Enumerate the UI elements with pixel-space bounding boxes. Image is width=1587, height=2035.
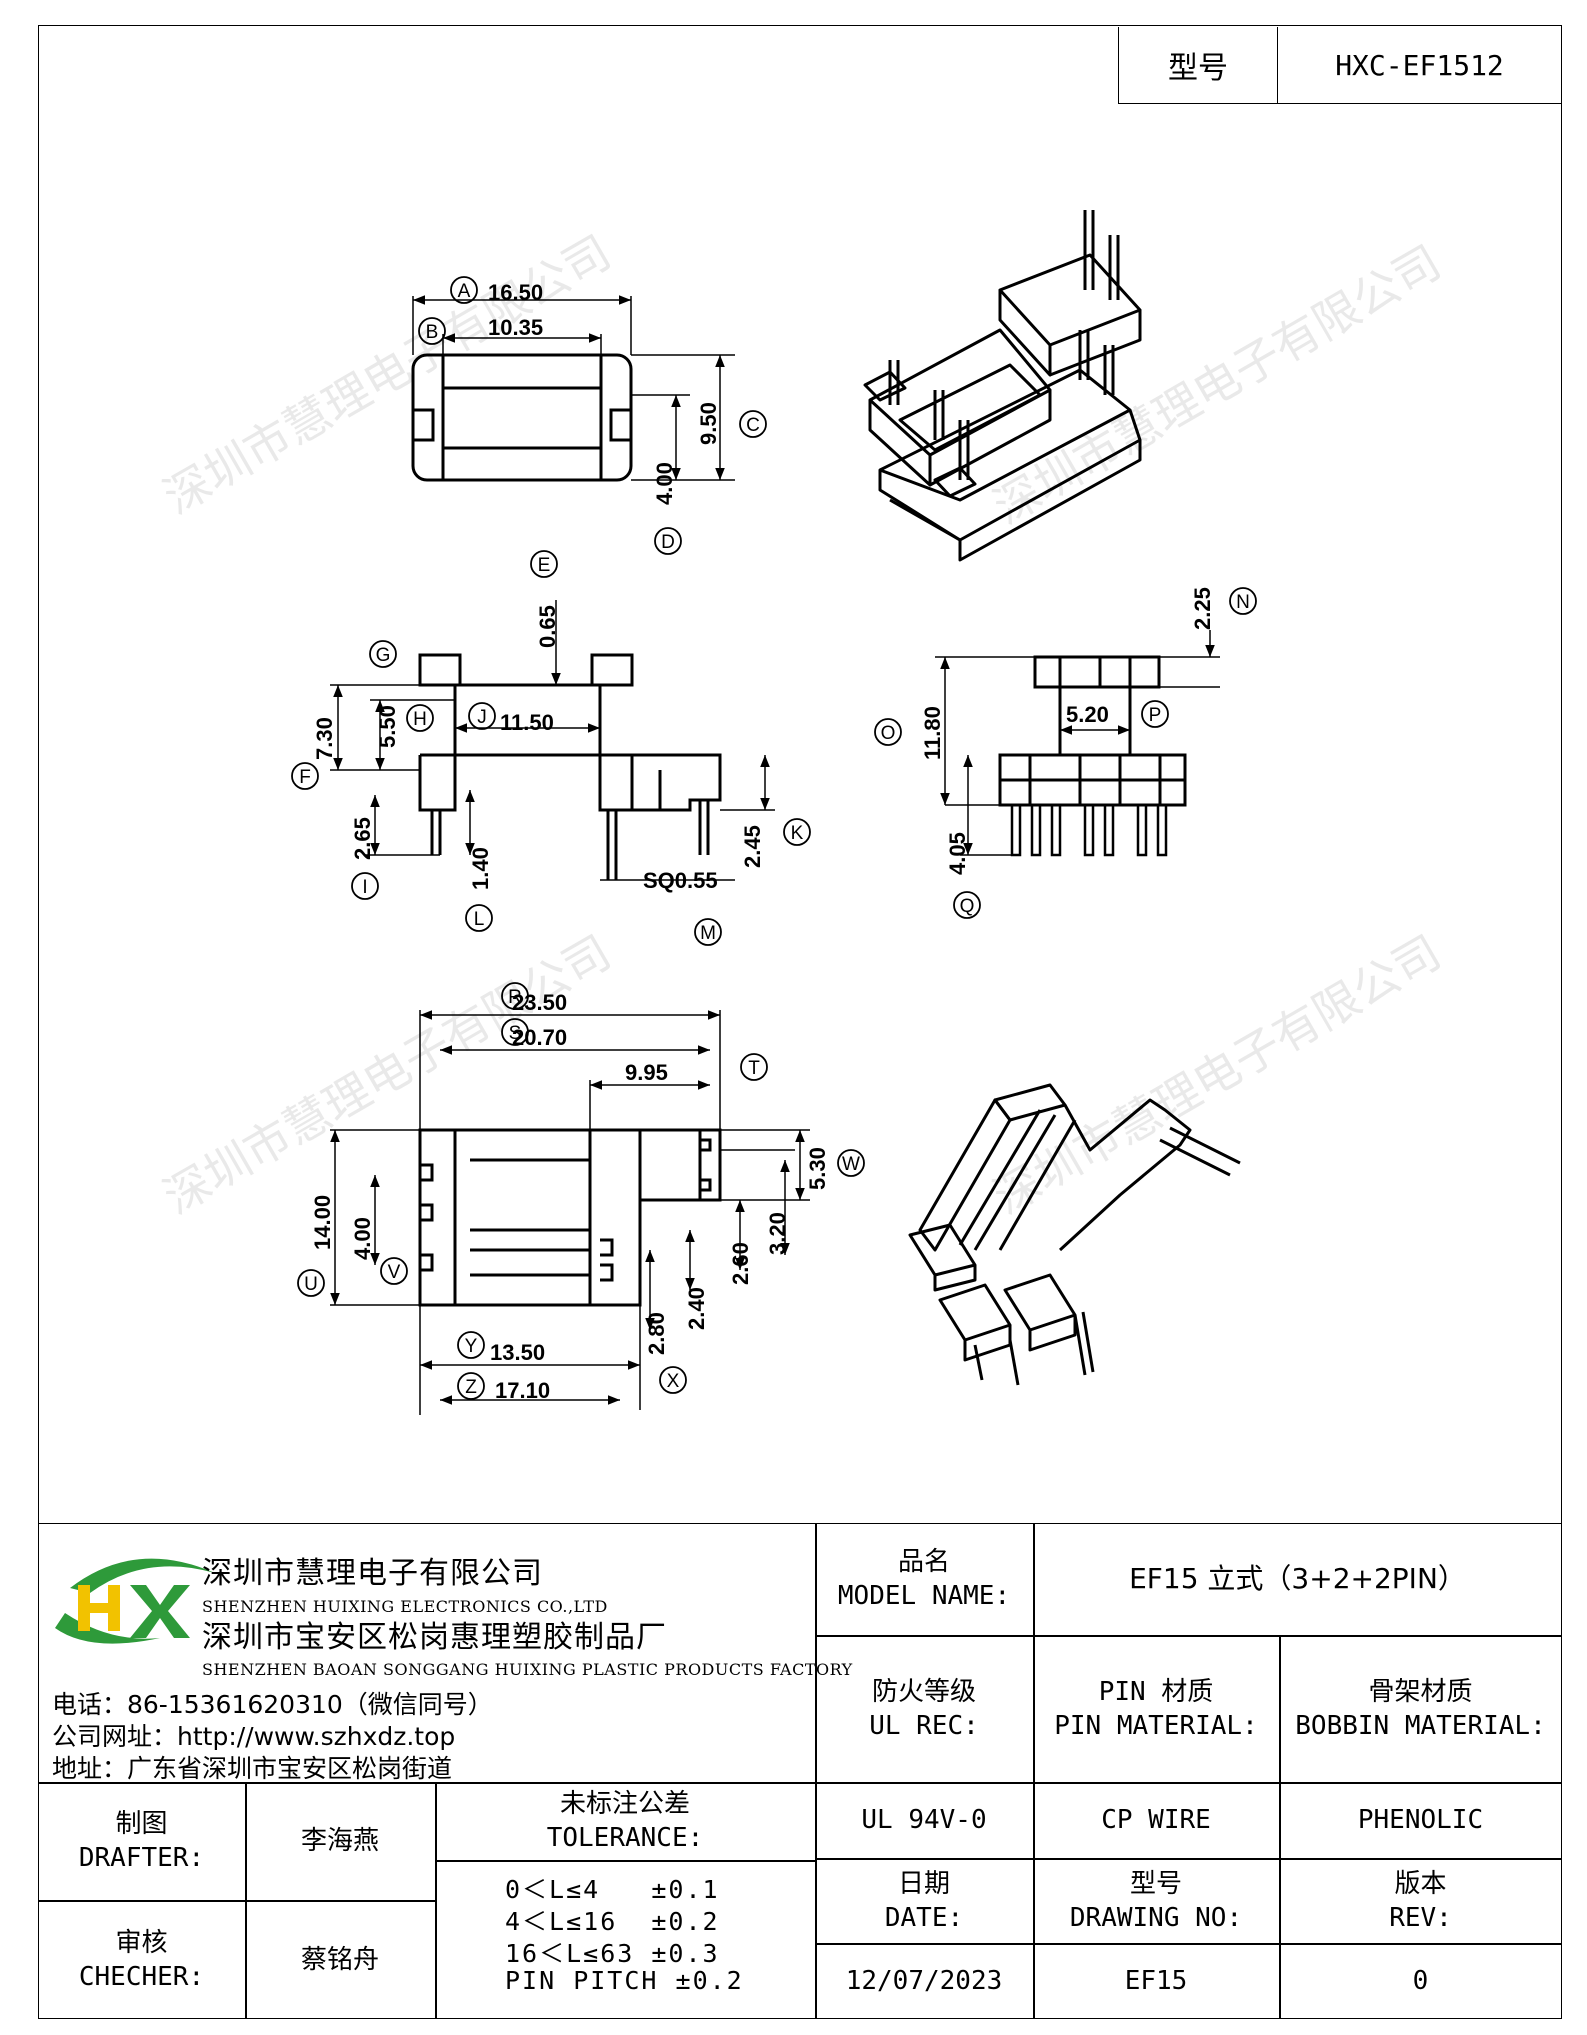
ul-rec-en: UL REC: xyxy=(869,1710,979,1741)
drafter-cn: 制图 xyxy=(115,1809,168,1839)
model-name-label: 品名 MODEL NAME: xyxy=(815,1523,1033,1635)
company-phone: 电话：86-15361620310（微信同号） xyxy=(52,1690,493,1719)
title-block xyxy=(38,1523,1562,2019)
company-website: 公司网址：http://www.szhxdz.top xyxy=(52,1722,456,1751)
date-cn: 日期 xyxy=(897,1868,950,1899)
drawing-sheet xyxy=(38,25,1562,2019)
pin-material-cn: PIN 材质 xyxy=(1098,1676,1214,1707)
drafter-en: DRAFTER: xyxy=(78,1843,205,1873)
side-view xyxy=(998,655,1187,857)
dim-X4: 3.20 xyxy=(765,1212,790,1255)
top-view xyxy=(411,353,633,482)
tolerance-line: PIN PITCH ±0.2 xyxy=(505,1966,744,1995)
dim-T: 9.95 xyxy=(625,1060,668,1085)
checker-en: CHECHER: xyxy=(78,1961,205,1992)
date-en: DATE: xyxy=(884,1902,964,1933)
dim-R: 23.50 xyxy=(512,990,567,1015)
dim-Z: 17.10 xyxy=(495,1378,550,1403)
drawing-no-label: 型号 DRAWING NO: xyxy=(1033,1858,1279,1943)
dim-K: 2.45 xyxy=(740,825,765,868)
front-view xyxy=(418,653,722,880)
bobbin-material-cn: 骨架材质 xyxy=(1368,1676,1473,1707)
logo-swoosh-bottom xyxy=(55,1613,160,1644)
technical-drawing: 16.50 10.35 9.50 4.00 xyxy=(310,210,1241,1415)
date-label: 日期 DATE: xyxy=(815,1858,1033,1943)
drawing-no-value: EF15 xyxy=(1124,1966,1188,1996)
rev-en: REV: xyxy=(1389,1902,1452,1933)
ul-rec-label: 防火等级 UL REC: xyxy=(815,1635,1033,1782)
model-name-en: MODEL NAME: xyxy=(837,1581,1011,1611)
tolerance-en: TOLERANCE: xyxy=(546,1823,704,1853)
drawing-no-en: DRAWING NO: xyxy=(1069,1902,1243,1933)
dim-Q: 4.05 xyxy=(945,832,970,875)
rev-value: 0 xyxy=(1412,1966,1429,1996)
dim-H: 5.50 xyxy=(375,705,400,748)
ul-rec-value: UL 94V-0 xyxy=(861,1805,987,1835)
company-name-en: SHENZHEN HUIXING ELECTRONICS CO.,LTD xyxy=(202,1597,608,1616)
top-view-dims xyxy=(412,295,735,481)
tolerance-line: 0＜L≤4 ±0.1 xyxy=(505,1875,720,1904)
company-address: 地址：广东省深圳市宝安区松岗街道 xyxy=(52,1754,453,1783)
dim-S: 20.70 xyxy=(512,1025,567,1050)
logo-swoosh-top xyxy=(70,1558,215,1593)
tolerance-cn: 未标注公差 xyxy=(559,1789,690,1819)
dim-W: 5.30 xyxy=(805,1147,830,1190)
isometric-view-1 xyxy=(863,210,1142,562)
rev-cn: 版本 xyxy=(1394,1868,1447,1899)
dim-B: 10.35 xyxy=(488,315,543,340)
checker-cn: 审核 xyxy=(115,1927,168,1958)
dim-Y: 13.50 xyxy=(490,1340,545,1365)
dim-X2: 2.40 xyxy=(684,1287,709,1330)
dim-D: 4.00 xyxy=(652,462,677,505)
dim-C: 9.50 xyxy=(696,402,721,445)
dim-V: 4.00 xyxy=(350,1217,375,1260)
factory-name-en: SHENZHEN BAOAN SONGGANG HUIXING PLASTIC … xyxy=(202,1660,853,1679)
tolerance-line: 16＜L≤63 ±0.3 xyxy=(505,1939,720,1968)
company-name-cn: 深圳市慧理电子有限公司 xyxy=(202,1556,543,1591)
drawing-no-cn: 型号 xyxy=(1129,1868,1182,1899)
model-header: 型号 HXC-EF1512 xyxy=(1118,27,1562,104)
isometric-view-2 xyxy=(908,1083,1241,1386)
drafter-name: 李海燕 xyxy=(300,1826,379,1856)
dim-U: 14.00 xyxy=(310,1195,335,1250)
model-label: 型号 xyxy=(1119,27,1278,103)
model-name-cn: 品名 xyxy=(897,1547,950,1577)
bottom-view xyxy=(418,1128,722,1307)
checker-label: 审核 CHECHER: xyxy=(38,1900,245,2019)
dim-X: 2.80 xyxy=(644,1312,669,1355)
ul-rec-cn: 防火等级 xyxy=(871,1676,976,1707)
dim-N: 2.25 xyxy=(1190,587,1215,630)
drafter-label: 制图 DRAFTER: xyxy=(38,1782,245,1900)
factory-name-cn: 深圳市宝安区松岗惠理塑胶制品厂 xyxy=(202,1620,667,1655)
bottom-view-dims xyxy=(330,1010,810,1415)
dim-M: SQ0.55 xyxy=(643,868,718,893)
dim-P: 5.20 xyxy=(1066,702,1109,727)
company-logo xyxy=(55,1558,215,1644)
bobbin-material-label: 骨架材质 BOBBIN MATERIAL: xyxy=(1279,1635,1562,1782)
rev-label: 版本 REV: xyxy=(1279,1858,1562,1943)
checker-name: 蔡铭舟 xyxy=(300,1944,379,1975)
pin-material-en: PIN MATERIAL: xyxy=(1054,1710,1258,1741)
bobbin-material-en: BOBBIN MATERIAL: xyxy=(1295,1710,1546,1741)
tolerance-line: 4＜L≤16 ±0.2 xyxy=(505,1907,720,1936)
bobbin-material-value: PHENOLIC xyxy=(1357,1805,1484,1835)
model-name-value: EF15 立式（3+2+2PIN） xyxy=(1129,1562,1466,1595)
dim-F: 7.30 xyxy=(312,717,337,760)
dim-I: 2.65 xyxy=(350,817,375,860)
model-value: HXC-EF1512 xyxy=(1335,48,1504,82)
side-view-dims xyxy=(935,630,1220,856)
date-value: 12/07/2023 xyxy=(845,1966,1003,1996)
tolerance-label: 未标注公差 TOLERANCE: xyxy=(435,1782,815,1860)
pin-material-value: CP WIRE xyxy=(1101,1805,1211,1835)
dim-X3: 2.60 xyxy=(728,1242,753,1285)
dim-E: 0.65 xyxy=(535,605,560,648)
dim-O: 11.80 xyxy=(920,706,945,760)
dim-A: 16.50 xyxy=(488,280,543,305)
dim-J: 11.50 xyxy=(500,710,554,735)
dim-L: 1.40 xyxy=(468,847,493,890)
pin-material-label: PIN 材质 PIN MATERIAL: xyxy=(1033,1635,1279,1782)
